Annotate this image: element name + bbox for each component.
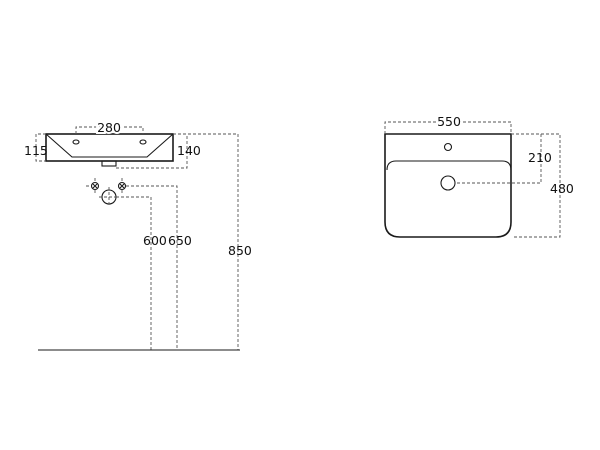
drain-hole [440, 175, 456, 191]
dim-480-label: 480 [550, 181, 574, 196]
basin-bowl-profile [45, 133, 174, 158]
dim-650-line [126, 185, 178, 350]
tap-hole-left [72, 139, 80, 145]
dim-650-label: 650 [168, 233, 192, 248]
dim-850-line [173, 133, 239, 350]
front-view: 550 210 480 [384, 112, 574, 238]
dim-280-label: 280 [97, 120, 121, 135]
basin-top-outline [384, 133, 512, 238]
supply-valve-right-icon [117, 181, 127, 191]
dim-115-line [35, 133, 46, 162]
tap-hole-right [139, 139, 147, 145]
dim-140-line [116, 134, 188, 169]
valve-centerlines [86, 178, 123, 194]
tap-hole [443, 142, 453, 152]
supply-valve-left-icon [90, 181, 100, 191]
drain-outlet [101, 160, 117, 167]
waste-centerlines [99, 187, 119, 207]
dim-600-label: 600 [143, 233, 167, 248]
dim-140-label: 140 [177, 143, 201, 158]
bowl-rim [386, 160, 512, 171]
dim-550-line [384, 121, 512, 134]
dim-850-label: 850 [228, 243, 252, 258]
dim-480-line [511, 133, 561, 238]
dim-115-label: 115 [24, 143, 48, 158]
dim-600-line [116, 196, 152, 350]
dim-550-label: 550 [437, 114, 461, 129]
side-view: 280 115 140 850 600 650 [24, 118, 252, 351]
dim-210-label: 210 [528, 150, 552, 165]
dim-280-line [75, 126, 144, 134]
